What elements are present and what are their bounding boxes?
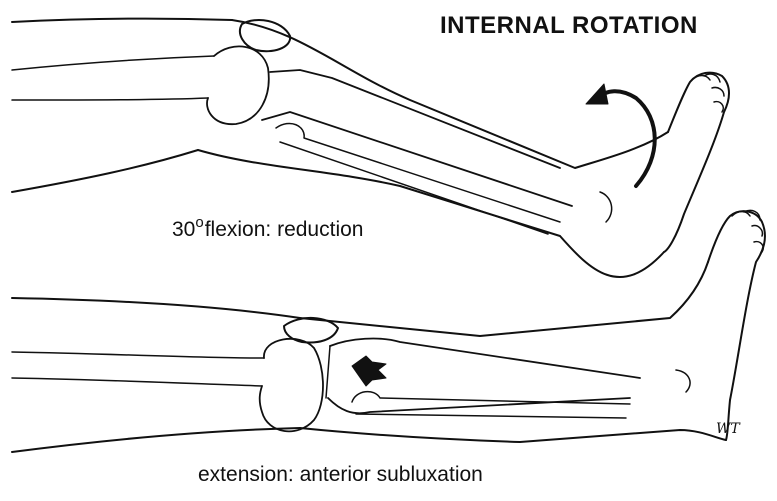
rotation-arrowhead bbox=[586, 84, 608, 104]
foot-outline bbox=[708, 211, 765, 440]
extended-leg-drawing bbox=[12, 210, 765, 452]
thigh-outline-lower bbox=[12, 428, 300, 452]
femur-shaft bbox=[12, 56, 214, 100]
toes bbox=[692, 74, 724, 112]
thigh-outline-upper bbox=[12, 19, 232, 22]
femoral-condyle bbox=[260, 339, 323, 431]
internal-rotation-arrow bbox=[598, 91, 655, 186]
ankle-bone bbox=[600, 192, 612, 222]
tibia bbox=[262, 70, 572, 206]
patella bbox=[240, 20, 290, 51]
flexion-caption-text: flexion: reduction bbox=[205, 218, 364, 241]
foot-outline bbox=[664, 73, 729, 252]
flexed-leg-drawing bbox=[12, 19, 729, 277]
thigh-outline-upper bbox=[12, 298, 300, 318]
flexion-angle: 30 bbox=[172, 218, 195, 241]
shin-outline-upper bbox=[300, 262, 708, 336]
anterior-subluxation-arrow bbox=[352, 356, 386, 386]
tibial-plateau bbox=[326, 346, 330, 398]
femur-shaft bbox=[12, 352, 264, 386]
ankle-bone bbox=[676, 370, 690, 392]
extension-caption: extension: anterior subluxation bbox=[198, 463, 483, 487]
degree-symbol: o bbox=[195, 214, 203, 231]
flexion-caption: 30oflexion: reduction bbox=[172, 214, 363, 242]
femoral-condyle bbox=[207, 46, 269, 124]
diagram-title: INTERNAL ROTATION bbox=[440, 12, 698, 40]
shin-outline-lower bbox=[300, 428, 726, 442]
artist-signature: WT bbox=[716, 421, 740, 437]
thigh-outline-lower bbox=[12, 150, 198, 192]
